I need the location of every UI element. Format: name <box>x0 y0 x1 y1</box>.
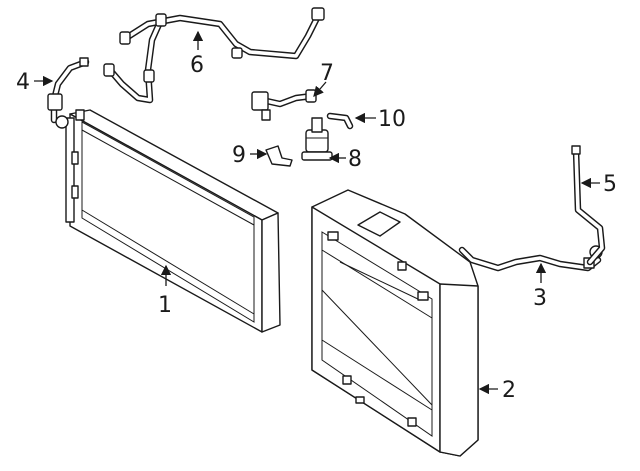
radiator-part <box>65 109 281 333</box>
clip-9-part <box>265 145 293 167</box>
callout-7: 7 <box>320 61 334 86</box>
callout-10: 10 <box>378 107 406 132</box>
valve-7-part <box>251 89 317 121</box>
coolant-pipe-5-part <box>571 145 606 266</box>
coolant-hose-4-part <box>47 57 90 129</box>
coolant-pipe-6-part <box>103 7 325 104</box>
lower-hose-part <box>458 245 603 272</box>
callout-4: 4 <box>16 70 30 95</box>
callout-1: 1 <box>158 293 172 318</box>
leader-7 <box>313 81 327 97</box>
callout-9: 9 <box>232 143 246 168</box>
callout-2: 2 <box>502 378 516 403</box>
callout-6: 6 <box>190 53 204 78</box>
clip-10-part <box>326 112 354 130</box>
radiator-shroud-part <box>311 189 479 457</box>
callout-8: 8 <box>348 147 362 172</box>
callout-3: 3 <box>533 286 547 311</box>
callout-5: 5 <box>603 172 617 197</box>
filter-8-part <box>301 117 333 161</box>
